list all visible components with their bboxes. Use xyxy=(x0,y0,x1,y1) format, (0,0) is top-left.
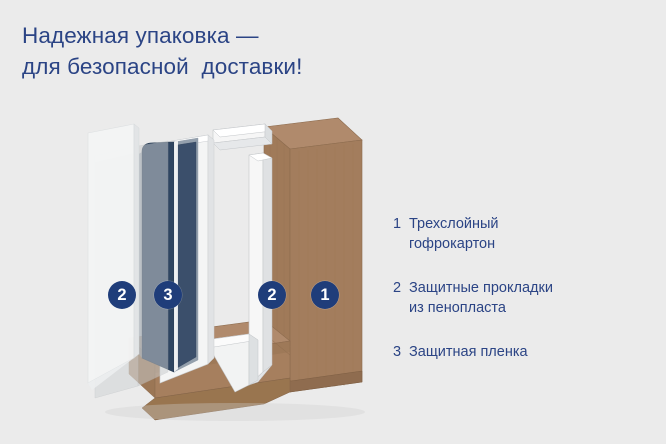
page-title-line-2: для безопасной доставки! xyxy=(22,54,303,79)
exploded-packaging-illustration xyxy=(87,117,365,421)
page-title-line-1: Надежная упаковка — xyxy=(22,23,259,48)
packaging-diagram-svg xyxy=(87,117,365,421)
legend-item-1: 1 Трехслойный гофрокартон xyxy=(393,214,653,254)
backing-board-side xyxy=(207,134,215,365)
legend-item-2: 2 Защитные прокладки из пенопласта xyxy=(393,278,653,318)
diagram-badge-outer-foam[interactable]: 2 xyxy=(108,281,136,309)
legend-item-1-number: 1 xyxy=(393,216,402,232)
legend-item-1-label: Трехслойный гофрокартон xyxy=(409,216,499,252)
legend-item-3: 3 Защитная пленка xyxy=(393,342,653,362)
diagram-badge-protective-film[interactable]: 3 xyxy=(154,281,182,309)
diagram-badge-inner-foam[interactable]: 2 xyxy=(258,281,286,309)
outer-foam-sheet-shade xyxy=(133,123,140,359)
outer-foam-sheet-bottom xyxy=(88,354,139,390)
device-edge-highlight xyxy=(174,141,178,372)
page-title: Надежная упаковка — для безопасной доста… xyxy=(22,20,442,82)
protective-film-sheet xyxy=(137,140,169,387)
foam-spacer-post-top xyxy=(248,152,273,162)
foam-spacer-foot-side xyxy=(248,333,259,386)
device-screen-face xyxy=(176,141,197,369)
foam-spacer-post-side xyxy=(262,152,273,373)
legend-item-3-label: Защитная пленка xyxy=(409,344,528,360)
legend-list: 1 Трехслойный гофрокартон 2 Защитные про… xyxy=(393,214,653,386)
cardboard-corrugation-lines xyxy=(298,144,354,391)
legend-item-2-number: 2 xyxy=(393,280,402,296)
illustration-ground-shadow xyxy=(105,403,365,421)
cardboard-floor-bevel xyxy=(141,377,291,421)
outer-foam-sheet-face xyxy=(87,123,135,384)
legend-item-2-label: Защитные прокладки из пенопласта xyxy=(409,280,553,316)
diagram-badge-cardboard[interactable]: 1 xyxy=(311,281,339,309)
foam-spacer-top-arm-under xyxy=(212,136,273,151)
legend-item-3-number: 3 xyxy=(393,344,402,360)
